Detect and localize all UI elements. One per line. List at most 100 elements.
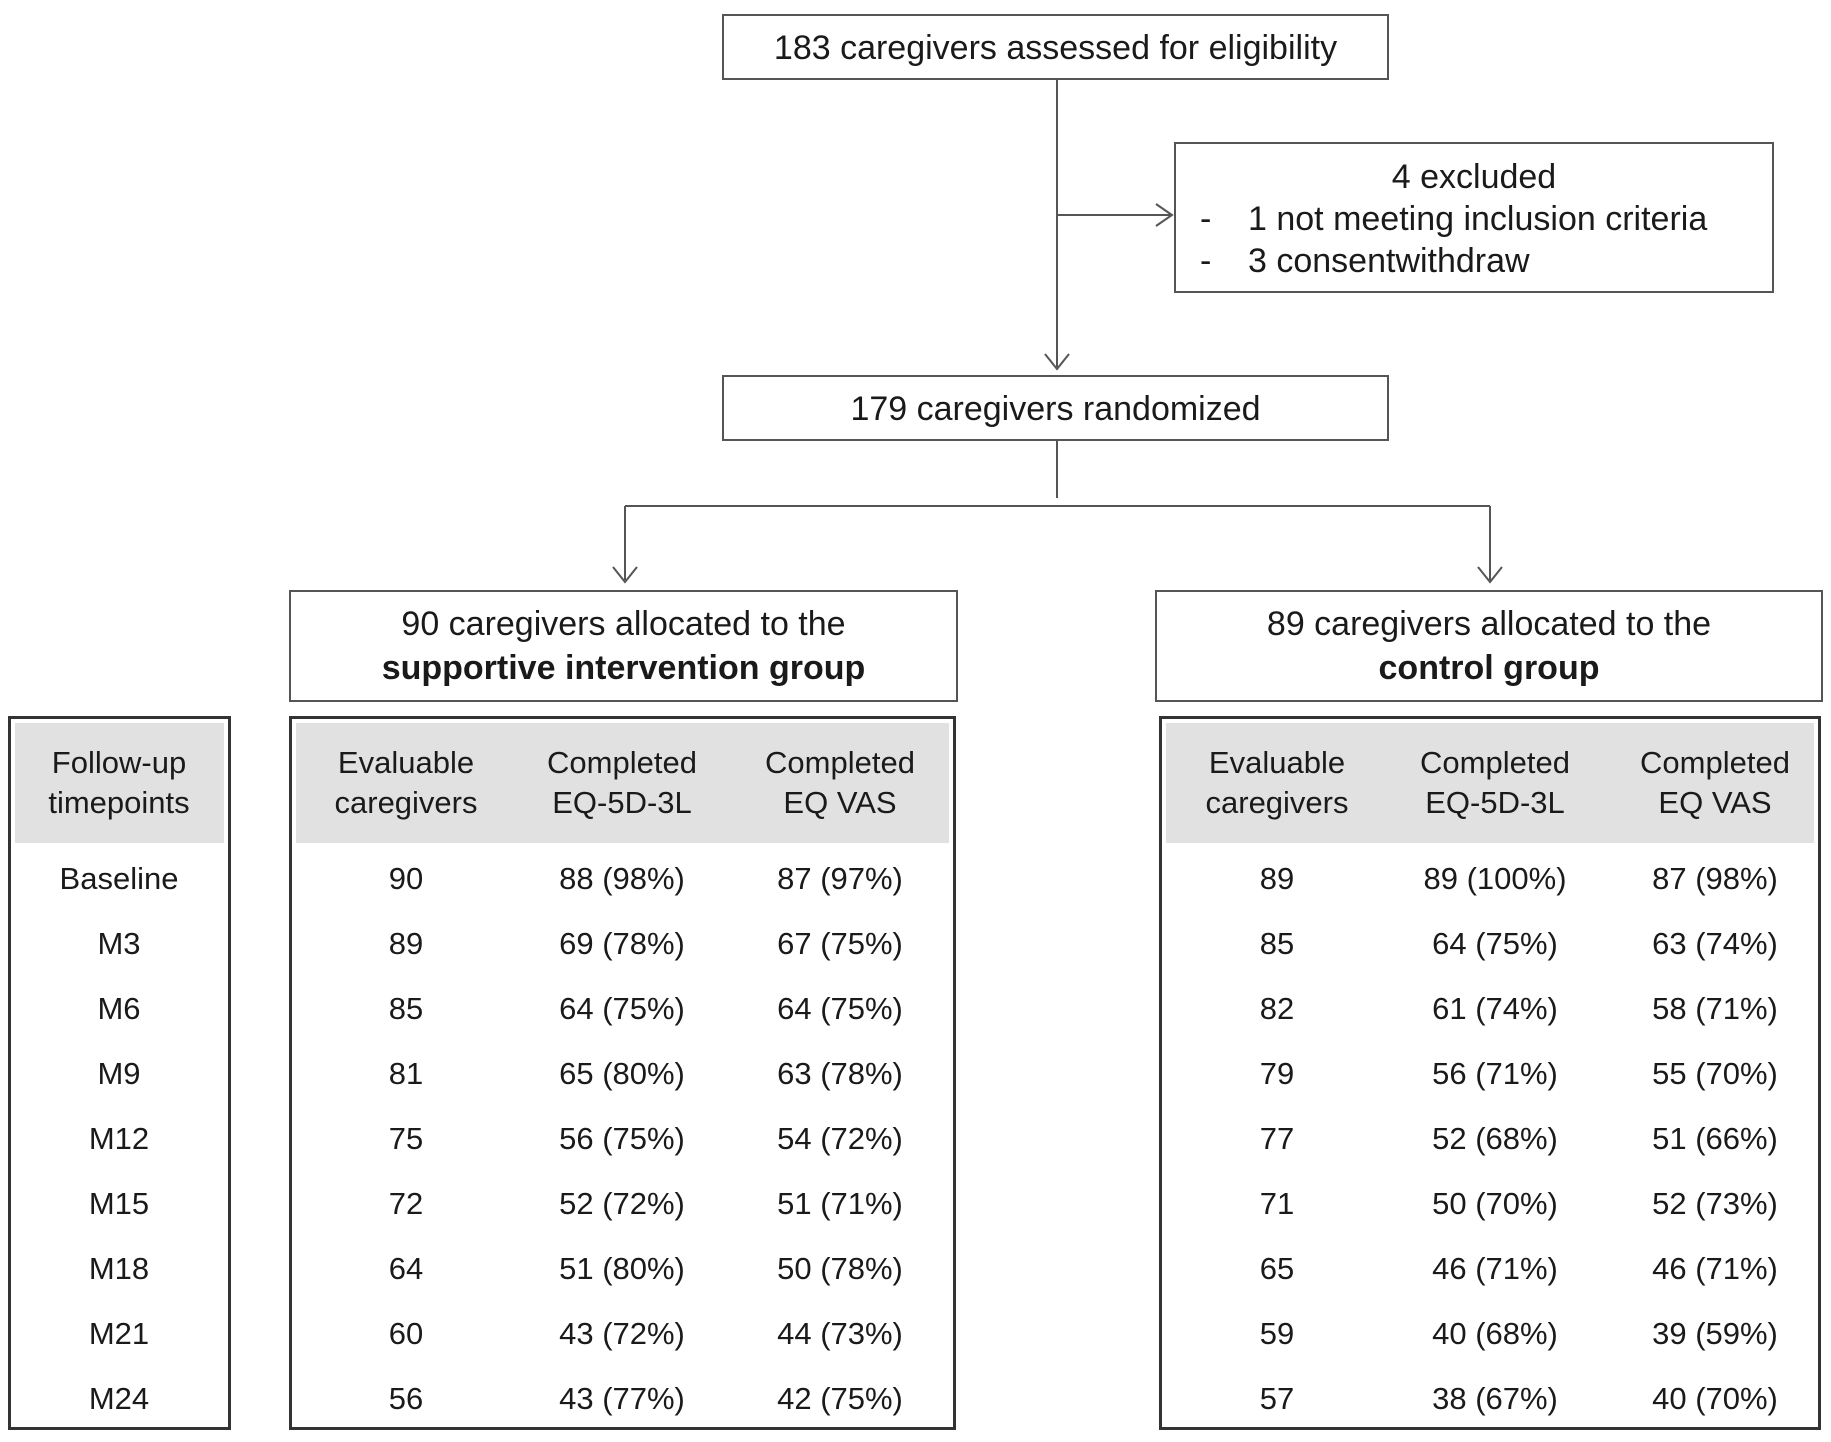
- intervention-eq5d-header-line: Completed: [547, 745, 697, 780]
- intervention-group-box: 90 caregivers allocated to the supportiv…: [289, 590, 958, 702]
- intervention-evaluable-count: 89: [388, 926, 424, 961]
- assessed-box: 183 caregivers assessed for eligibility: [722, 14, 1389, 80]
- intervention-evaluable-count: 85: [388, 991, 424, 1026]
- control-eq5d-completed: 52 (68%): [1432, 1121, 1558, 1156]
- intervention-eqvas-completed: 44 (73%): [777, 1316, 903, 1351]
- control-eqvas-header-line: EQ VAS: [1658, 785, 1772, 820]
- timepoints-header: Follow-up timepoints: [19, 723, 219, 843]
- control-eqvas-completed: 52 (73%): [1652, 1186, 1778, 1221]
- intervention-eq5d-completed: 51 (80%): [559, 1251, 685, 1286]
- control-eq5d-completed: 40 (68%): [1432, 1316, 1558, 1351]
- excluded-item: -3 consentwithdraw: [1200, 242, 1530, 280]
- timepoint-label: M21: [88, 1316, 150, 1351]
- timepoint-label: M9: [97, 1056, 141, 1091]
- control-evaluable-count: 79: [1259, 1056, 1295, 1091]
- intervention-eqvas-completed: 64 (75%): [777, 991, 903, 1026]
- control-eqvas-completed: 40 (70%): [1652, 1381, 1778, 1416]
- control-eq5d-header-line: EQ-5D-3L: [1425, 785, 1565, 820]
- intervention-evaluable-header-line: caregivers: [334, 785, 478, 820]
- intervention-evaluable-header: Evaluable caregivers: [306, 723, 506, 843]
- control-evaluable-header: Evaluable caregivers: [1177, 723, 1377, 843]
- intervention-eq5d-completed: 56 (75%): [559, 1121, 685, 1156]
- control-group-box: 89 caregivers allocated to the control g…: [1155, 590, 1823, 702]
- control-evaluable-header-line: Evaluable: [1208, 745, 1346, 780]
- intervention-eq5d-completed: 88 (98%): [559, 861, 685, 896]
- intervention-evaluable-header-line: Evaluable: [337, 745, 475, 780]
- control-evaluable-count: 71: [1259, 1186, 1295, 1221]
- intervention-evaluable-count: 56: [388, 1381, 424, 1416]
- intervention-eqvas-completed: 87 (97%): [777, 861, 903, 896]
- control-eqvas-completed: 39 (59%): [1652, 1316, 1778, 1351]
- intervention-eq5d-completed: 43 (77%): [559, 1381, 685, 1416]
- timepoint-label: M24: [88, 1381, 150, 1416]
- intervention-eqvas-header-line: EQ VAS: [783, 785, 897, 820]
- control-eq5d-completed: 64 (75%): [1432, 926, 1558, 961]
- control-evaluable-count: 89: [1259, 861, 1295, 896]
- control-group-line1: 89 caregivers allocated to the: [1266, 605, 1712, 643]
- intervention-eq5d-completed: 65 (80%): [559, 1056, 685, 1091]
- control-evaluable-count: 65: [1259, 1251, 1295, 1286]
- timepoints-header-line: Follow-up: [51, 745, 187, 780]
- control-eqvas-completed: 87 (98%): [1652, 861, 1778, 896]
- intervention-eq5d-header-line: EQ-5D-3L: [552, 785, 692, 820]
- intervention-group-line1: 90 caregivers allocated to the: [401, 605, 846, 643]
- control-eq5d-completed: 38 (67%): [1432, 1381, 1558, 1416]
- control-evaluable-count: 57: [1259, 1381, 1295, 1416]
- intervention-eqvas-header-line: Completed: [765, 745, 915, 780]
- control-eqvas-completed: 46 (71%): [1652, 1251, 1778, 1286]
- control-evaluable-header-line: caregivers: [1205, 785, 1349, 820]
- table-header-band: [15, 723, 224, 843]
- intervention-group-name: supportive intervention group: [381, 649, 866, 687]
- control-eq5d-completed: 46 (71%): [1432, 1251, 1558, 1286]
- intervention-eqvas-completed: 50 (78%): [777, 1251, 903, 1286]
- control-eq5d-header-line: Completed: [1420, 745, 1570, 780]
- timepoints-header-line: timepoints: [48, 785, 190, 820]
- table-header-band: [296, 723, 949, 843]
- intervention-eqvas-completed: 42 (75%): [777, 1381, 903, 1416]
- control-evaluable-count: 59: [1259, 1316, 1295, 1351]
- control-eqvas-completed: 55 (70%): [1652, 1056, 1778, 1091]
- intervention-evaluable-count: 60: [388, 1316, 424, 1351]
- timepoint-label: M3: [97, 926, 141, 961]
- control-eq5d-completed: 56 (71%): [1432, 1056, 1558, 1091]
- intervention-eq5d-completed: 69 (78%): [559, 926, 685, 961]
- timepoint-label: M15: [88, 1186, 150, 1221]
- control-eq5d-completed: 50 (70%): [1432, 1186, 1558, 1221]
- timepoint-label: M12: [88, 1121, 150, 1156]
- control-group-name: control group: [1378, 649, 1600, 687]
- intervention-evaluable-count: 90: [388, 861, 424, 896]
- control-eqvas-header-line: Completed: [1640, 745, 1790, 780]
- control-eq5d-completed: 61 (74%): [1432, 991, 1558, 1026]
- timepoint-label: Baseline: [59, 861, 179, 896]
- timepoint-label: M6: [97, 991, 141, 1026]
- control-eq5d-completed: 89 (100%): [1423, 861, 1567, 896]
- control-eqvas-completed: 51 (66%): [1652, 1121, 1778, 1156]
- excluded-box: 4 excluded -1 not meeting inclusion crit…: [1174, 142, 1774, 293]
- intervention-evaluable-count: 64: [388, 1251, 424, 1286]
- intervention-eq5d-completed: 64 (75%): [559, 991, 685, 1026]
- control-evaluable-count: 82: [1259, 991, 1295, 1026]
- randomized-label: 179 caregivers randomized: [850, 390, 1261, 428]
- control-eqvas-header: Completed EQ VAS: [1615, 723, 1815, 843]
- intervention-evaluable-count: 75: [388, 1121, 424, 1156]
- intervention-eqvas-completed: 51 (71%): [777, 1186, 903, 1221]
- assessed-label: 183 caregivers assessed for eligibility: [773, 29, 1338, 67]
- control-eqvas-completed: 63 (74%): [1652, 926, 1778, 961]
- intervention-eq5d-completed: 52 (72%): [559, 1186, 685, 1221]
- randomized-box: 179 caregivers randomized: [722, 375, 1389, 441]
- intervention-eq5d-completed: 43 (72%): [559, 1316, 685, 1351]
- intervention-eqvas-completed: 54 (72%): [777, 1121, 903, 1156]
- control-evaluable-count: 77: [1259, 1121, 1295, 1156]
- intervention-evaluable-count: 81: [388, 1056, 424, 1091]
- control-eqvas-completed: 58 (71%): [1652, 991, 1778, 1026]
- intervention-eqvas-header: Completed EQ VAS: [740, 723, 940, 843]
- intervention-eqvas-completed: 67 (75%): [777, 926, 903, 961]
- intervention-eqvas-completed: 63 (78%): [777, 1056, 903, 1091]
- timepoint-label: M18: [88, 1251, 150, 1286]
- excluded-item: -1 not meeting inclusion criteria: [1200, 200, 1708, 238]
